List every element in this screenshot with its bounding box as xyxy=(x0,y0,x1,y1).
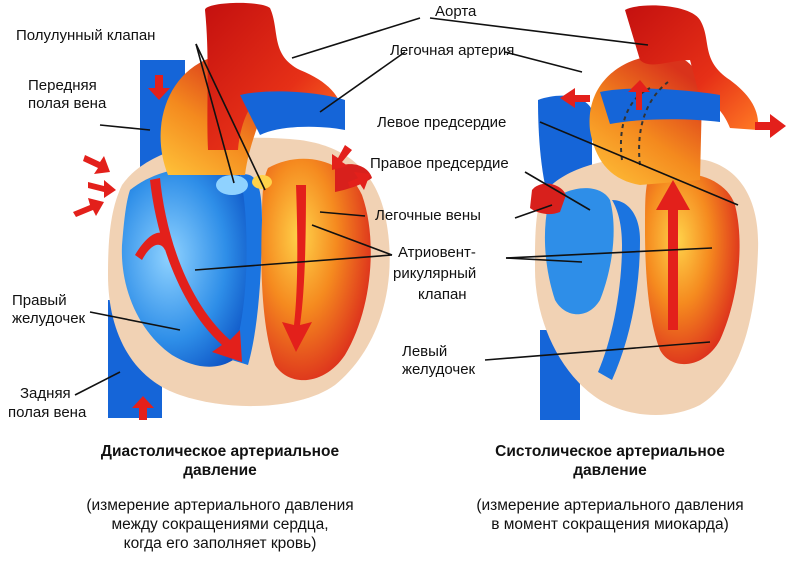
systolic-arrow-out xyxy=(755,114,786,138)
systolic-pulmonary-artery xyxy=(589,55,702,185)
diastolic-pulmonary-veins xyxy=(335,164,372,192)
diastolic-sub-line-1: (измерение артериального давления xyxy=(86,497,354,514)
systolic-title-line-2: давление xyxy=(573,462,647,479)
label-anterior-vena-cava-1: Передняя xyxy=(28,77,97,94)
systolic-flow-dashes-1 xyxy=(619,87,651,161)
diastolic-arrow-left xyxy=(282,185,312,352)
diastolic-heart xyxy=(73,2,390,420)
diastolic-arrow-right xyxy=(150,178,242,362)
label-posterior-vena-cava-2: полая вена xyxy=(8,404,87,421)
diastolic-title-line-1: Диастолическое артериальное xyxy=(100,443,340,460)
systolic-aorta xyxy=(625,5,759,130)
systolic-arrow-up xyxy=(656,180,690,330)
systolic-flow-dashes-2 xyxy=(638,81,669,166)
systolic-arrow-left xyxy=(560,88,590,108)
systolic-title: Систолическое артериальное давление xyxy=(440,442,780,480)
systolic-heart xyxy=(530,5,786,420)
label-right-ventricle-1: Правый xyxy=(12,292,67,309)
systolic-pulmonary-branch xyxy=(600,88,720,124)
leader-lines xyxy=(74,17,739,396)
label-right-atrium: Правое предсердие xyxy=(370,155,509,172)
diastolic-inlet-arrows xyxy=(73,75,370,420)
systolic-caption: Систолическое артериальное давление (изм… xyxy=(440,442,780,534)
label-right-ventricle-2: желудочек xyxy=(12,310,86,327)
label-posterior-vena-cava-1: Задняя xyxy=(20,385,71,402)
systolic-sub-line-1: (измерение артериального давления xyxy=(476,497,744,514)
diastolic-title-line-2: давление xyxy=(183,462,257,479)
labels: Аорта Полулунный клапан Легочная артерия… xyxy=(8,3,514,421)
diastolic-subtitle: (измерение артериального давления между … xyxy=(40,496,400,553)
systolic-septum xyxy=(598,200,640,380)
diastolic-semilunar-valve-1 xyxy=(216,175,248,195)
diastolic-right-cavity xyxy=(121,166,258,367)
diastolic-caption: Диастолическое артериальное давление (из… xyxy=(40,442,400,553)
label-anterior-vena-cava-2: полая вена xyxy=(28,95,107,112)
systolic-title-line-1: Систолическое артериальное xyxy=(495,443,725,460)
diastolic-sub-line-2: между сокращениями сердца, xyxy=(111,516,329,533)
diastolic-arrow-curl xyxy=(135,232,172,260)
label-av-valve-2: рикулярный xyxy=(393,265,476,282)
diastolic-sub-line-3: когда его заполняет кровь) xyxy=(123,535,317,552)
label-aorta: Аорта xyxy=(435,3,477,20)
systolic-subtitle: (измерение артериального давления в моме… xyxy=(440,496,780,534)
systolic-arrow-up-2 xyxy=(628,80,650,110)
label-left-ventricle-1: Левый xyxy=(402,343,447,360)
label-pulmonary-artery: Легочная артерия xyxy=(390,42,514,59)
label-left-ventricle-2: желудочек xyxy=(402,361,476,378)
label-av-valve-1: Атриовент- xyxy=(398,244,476,261)
diastolic-septum xyxy=(232,174,262,365)
diastolic-title: Диастолическое артериальное давление xyxy=(40,442,400,480)
label-left-atrium: Левое предсердие xyxy=(377,114,506,131)
label-av-valve-3: клапан xyxy=(418,286,467,303)
systolic-right-cavity xyxy=(544,188,614,315)
diastolic-pulmonary-branch xyxy=(240,91,345,135)
systolic-vena-cava xyxy=(538,95,592,185)
diastolic-aorta xyxy=(205,2,343,150)
label-pulmonary-veins: Легочные вены xyxy=(375,207,481,224)
systolic-sub-line-2: в момент сокращения миокарда) xyxy=(491,516,729,533)
label-semilunar-valve: Полулунный клапан xyxy=(16,27,155,44)
